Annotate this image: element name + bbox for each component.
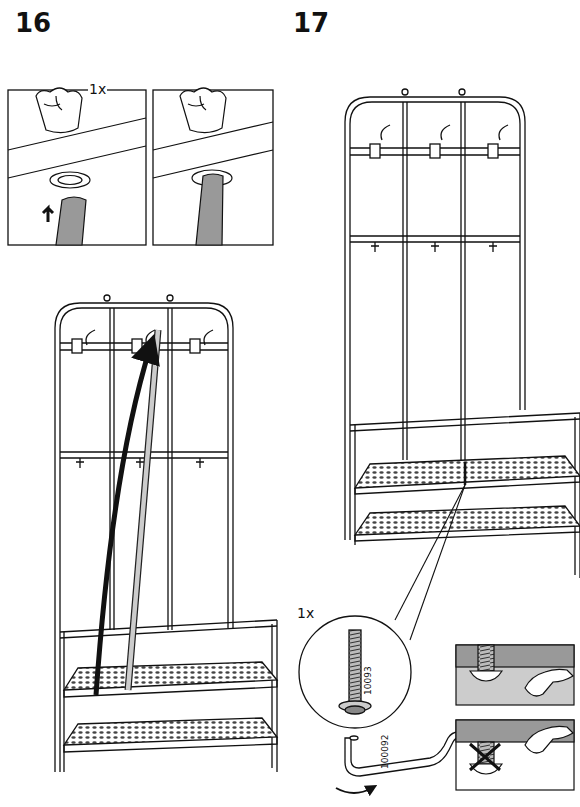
leader-line <box>395 485 465 640</box>
step-number: 17 <box>292 10 330 36</box>
coat-rack-frame <box>345 89 580 578</box>
insert-arrow <box>96 348 150 695</box>
allen-key <box>336 732 464 793</box>
screw-inset <box>299 616 411 728</box>
quantity-label: 1x <box>88 82 107 96</box>
part-number: 100092 <box>381 734 390 770</box>
quantity-label: 1x <box>296 606 315 620</box>
part-number: 10093 <box>364 665 373 696</box>
tighten-detail <box>456 645 574 790</box>
step-number: 16 <box>14 10 52 36</box>
coat-rack-frame <box>55 295 277 772</box>
rod <box>128 330 158 690</box>
grommet-detail <box>8 88 273 245</box>
